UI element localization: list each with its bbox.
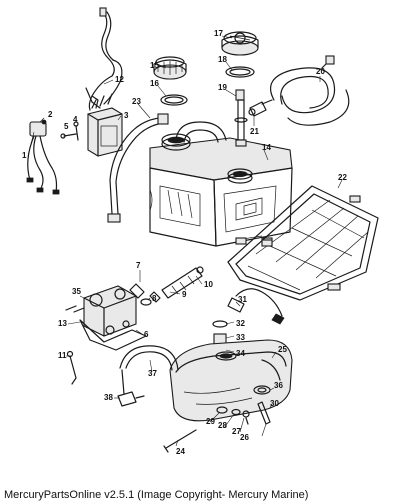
callout-29: 29: [206, 417, 215, 426]
callout-21: 21: [250, 127, 259, 136]
callout-3: 3: [124, 111, 129, 120]
coiled-hose: [270, 55, 350, 126]
callout-2: 2: [48, 110, 53, 119]
mounting-screws: [60, 121, 79, 141]
callout-33: 33: [236, 333, 245, 342]
callout-19: 19: [218, 83, 227, 92]
callout-37: 37: [148, 369, 157, 378]
wiring-harness: [85, 7, 123, 111]
callout-24: 24: [176, 447, 185, 456]
fuel-pump: [65, 285, 147, 385]
fuel-tank: [149, 121, 293, 247]
callout-4: 4: [73, 115, 78, 124]
leader-lines: [27, 35, 343, 447]
callout-1: 1: [22, 151, 27, 160]
switch-assembly: [26, 119, 60, 195]
callout-18: 18: [218, 55, 227, 64]
callout-12: 12: [115, 75, 124, 84]
callout-25: 25: [278, 345, 287, 354]
callout-11: 11: [58, 351, 67, 360]
callout-5: 5: [64, 122, 69, 131]
callout-22: 22: [338, 173, 347, 182]
callout-16: 16: [150, 79, 159, 88]
callout-10: 10: [204, 280, 213, 289]
callout-28: 28: [218, 421, 227, 430]
callout-15: 15: [150, 61, 159, 70]
callout-20: 20: [316, 67, 325, 76]
callout-36: 36: [274, 381, 283, 390]
primer-hose: [117, 345, 179, 407]
callout-27: 27: [232, 427, 241, 436]
callout-23: 23: [132, 97, 141, 106]
hose-fitting-21: [248, 99, 273, 117]
image-caption: MercuryPartsOnline v2.5.1 (Image Copyrig…: [4, 489, 309, 501]
callout-6: 6: [144, 330, 149, 339]
tank-cradle: [227, 185, 379, 301]
switch-box: [87, 93, 123, 157]
callout-13: 13: [58, 319, 67, 328]
callout-8: 8: [152, 294, 157, 303]
inline-fittings: [129, 266, 204, 306]
callout-labels: 1 2 3 4 5 6 7 8 9 10 11 12 13 14 15 16 1…: [22, 29, 347, 456]
callout-17: 17: [214, 29, 223, 38]
fuel-pickup-tube: [234, 89, 248, 147]
fuel-line-23: [107, 113, 169, 223]
callout-30: 30: [270, 399, 279, 408]
portable-tank: [169, 339, 293, 422]
callout-7: 7: [136, 261, 141, 270]
callout-34: 34: [236, 349, 245, 358]
filler-cap: [153, 56, 188, 106]
callout-26: 26: [240, 433, 249, 442]
callout-32: 32: [236, 319, 245, 328]
callout-35: 35: [72, 287, 81, 296]
fuel-gauge-cap: [221, 31, 259, 78]
callout-9: 9: [182, 290, 187, 299]
callout-14: 14: [262, 143, 271, 152]
callout-38: 38: [104, 393, 113, 402]
callout-31: 31: [238, 295, 247, 304]
